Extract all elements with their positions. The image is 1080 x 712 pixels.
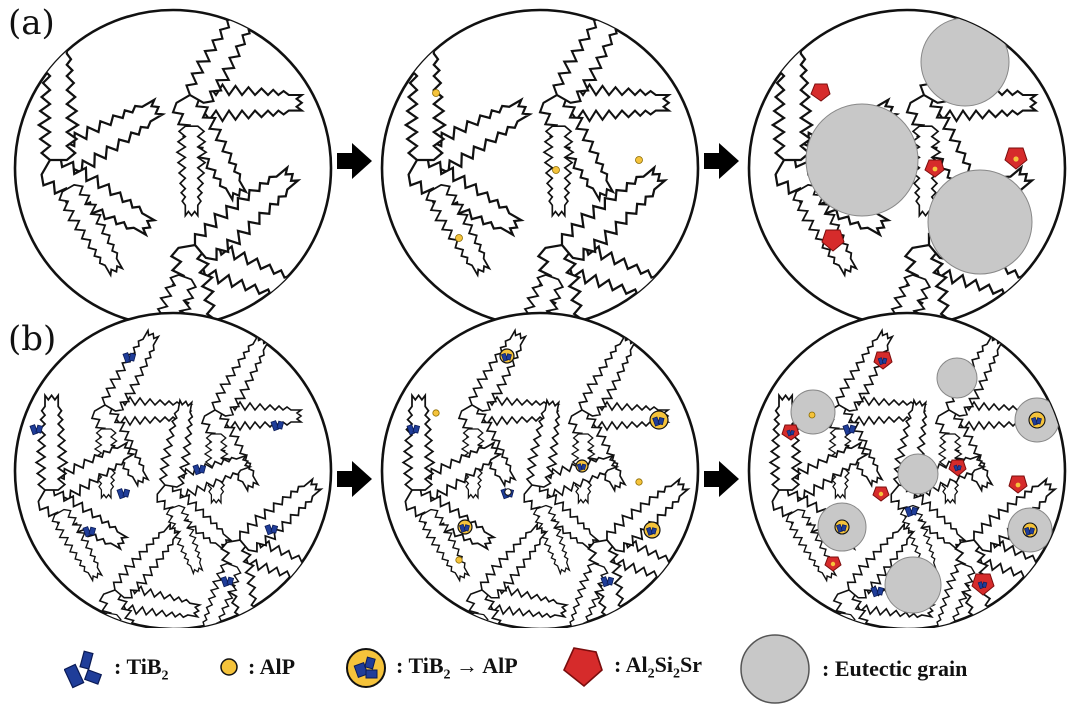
legend-label-eutectic: Eutectic grain [834,656,968,681]
panel-b1 [13,311,333,628]
arrow-right-icon [337,461,372,497]
arrow-right-icon [704,143,739,179]
row-label-a: (a) [8,3,55,43]
panel-b2 [380,311,700,628]
legend-label-tib2: TiB [126,653,162,679]
eutectic-grain-icon [740,634,810,704]
legend-item-tib2-alp: : TiB2 → AlP [344,646,518,690]
tib2-particle-icon [64,650,103,689]
alp-particle-icon [220,658,238,676]
legend-item-tib2: : TiB2 [64,646,169,692]
panel-b3 [747,311,1067,628]
legend-label-alp: AlP [259,654,296,679]
legend-item-alp: : AlP [218,654,295,680]
arrow-right-icon [704,461,739,497]
panel-a3 [747,8,1067,328]
arrow-right-icon [337,143,372,179]
legend-item-eutectic: : Eutectic grain [738,632,967,706]
al2si2sr-pentagon-icon [563,647,603,688]
tib2-on-alp-icon [346,648,386,688]
row-label-b: (b) [8,319,57,359]
legend-label-al2si2sr: Al2Si2Sr [625,651,702,682]
alp-particle-icon [432,89,440,97]
legend-item-al2si2sr: : Al2Si2Sr [560,644,702,690]
legend: : TiB2 : AlP : TiB2 → AlP : Al2Si2Sr : E… [0,628,1080,712]
solidification-diagram [13,8,1067,628]
legend-label-tib2-alp: TiB [408,652,444,678]
